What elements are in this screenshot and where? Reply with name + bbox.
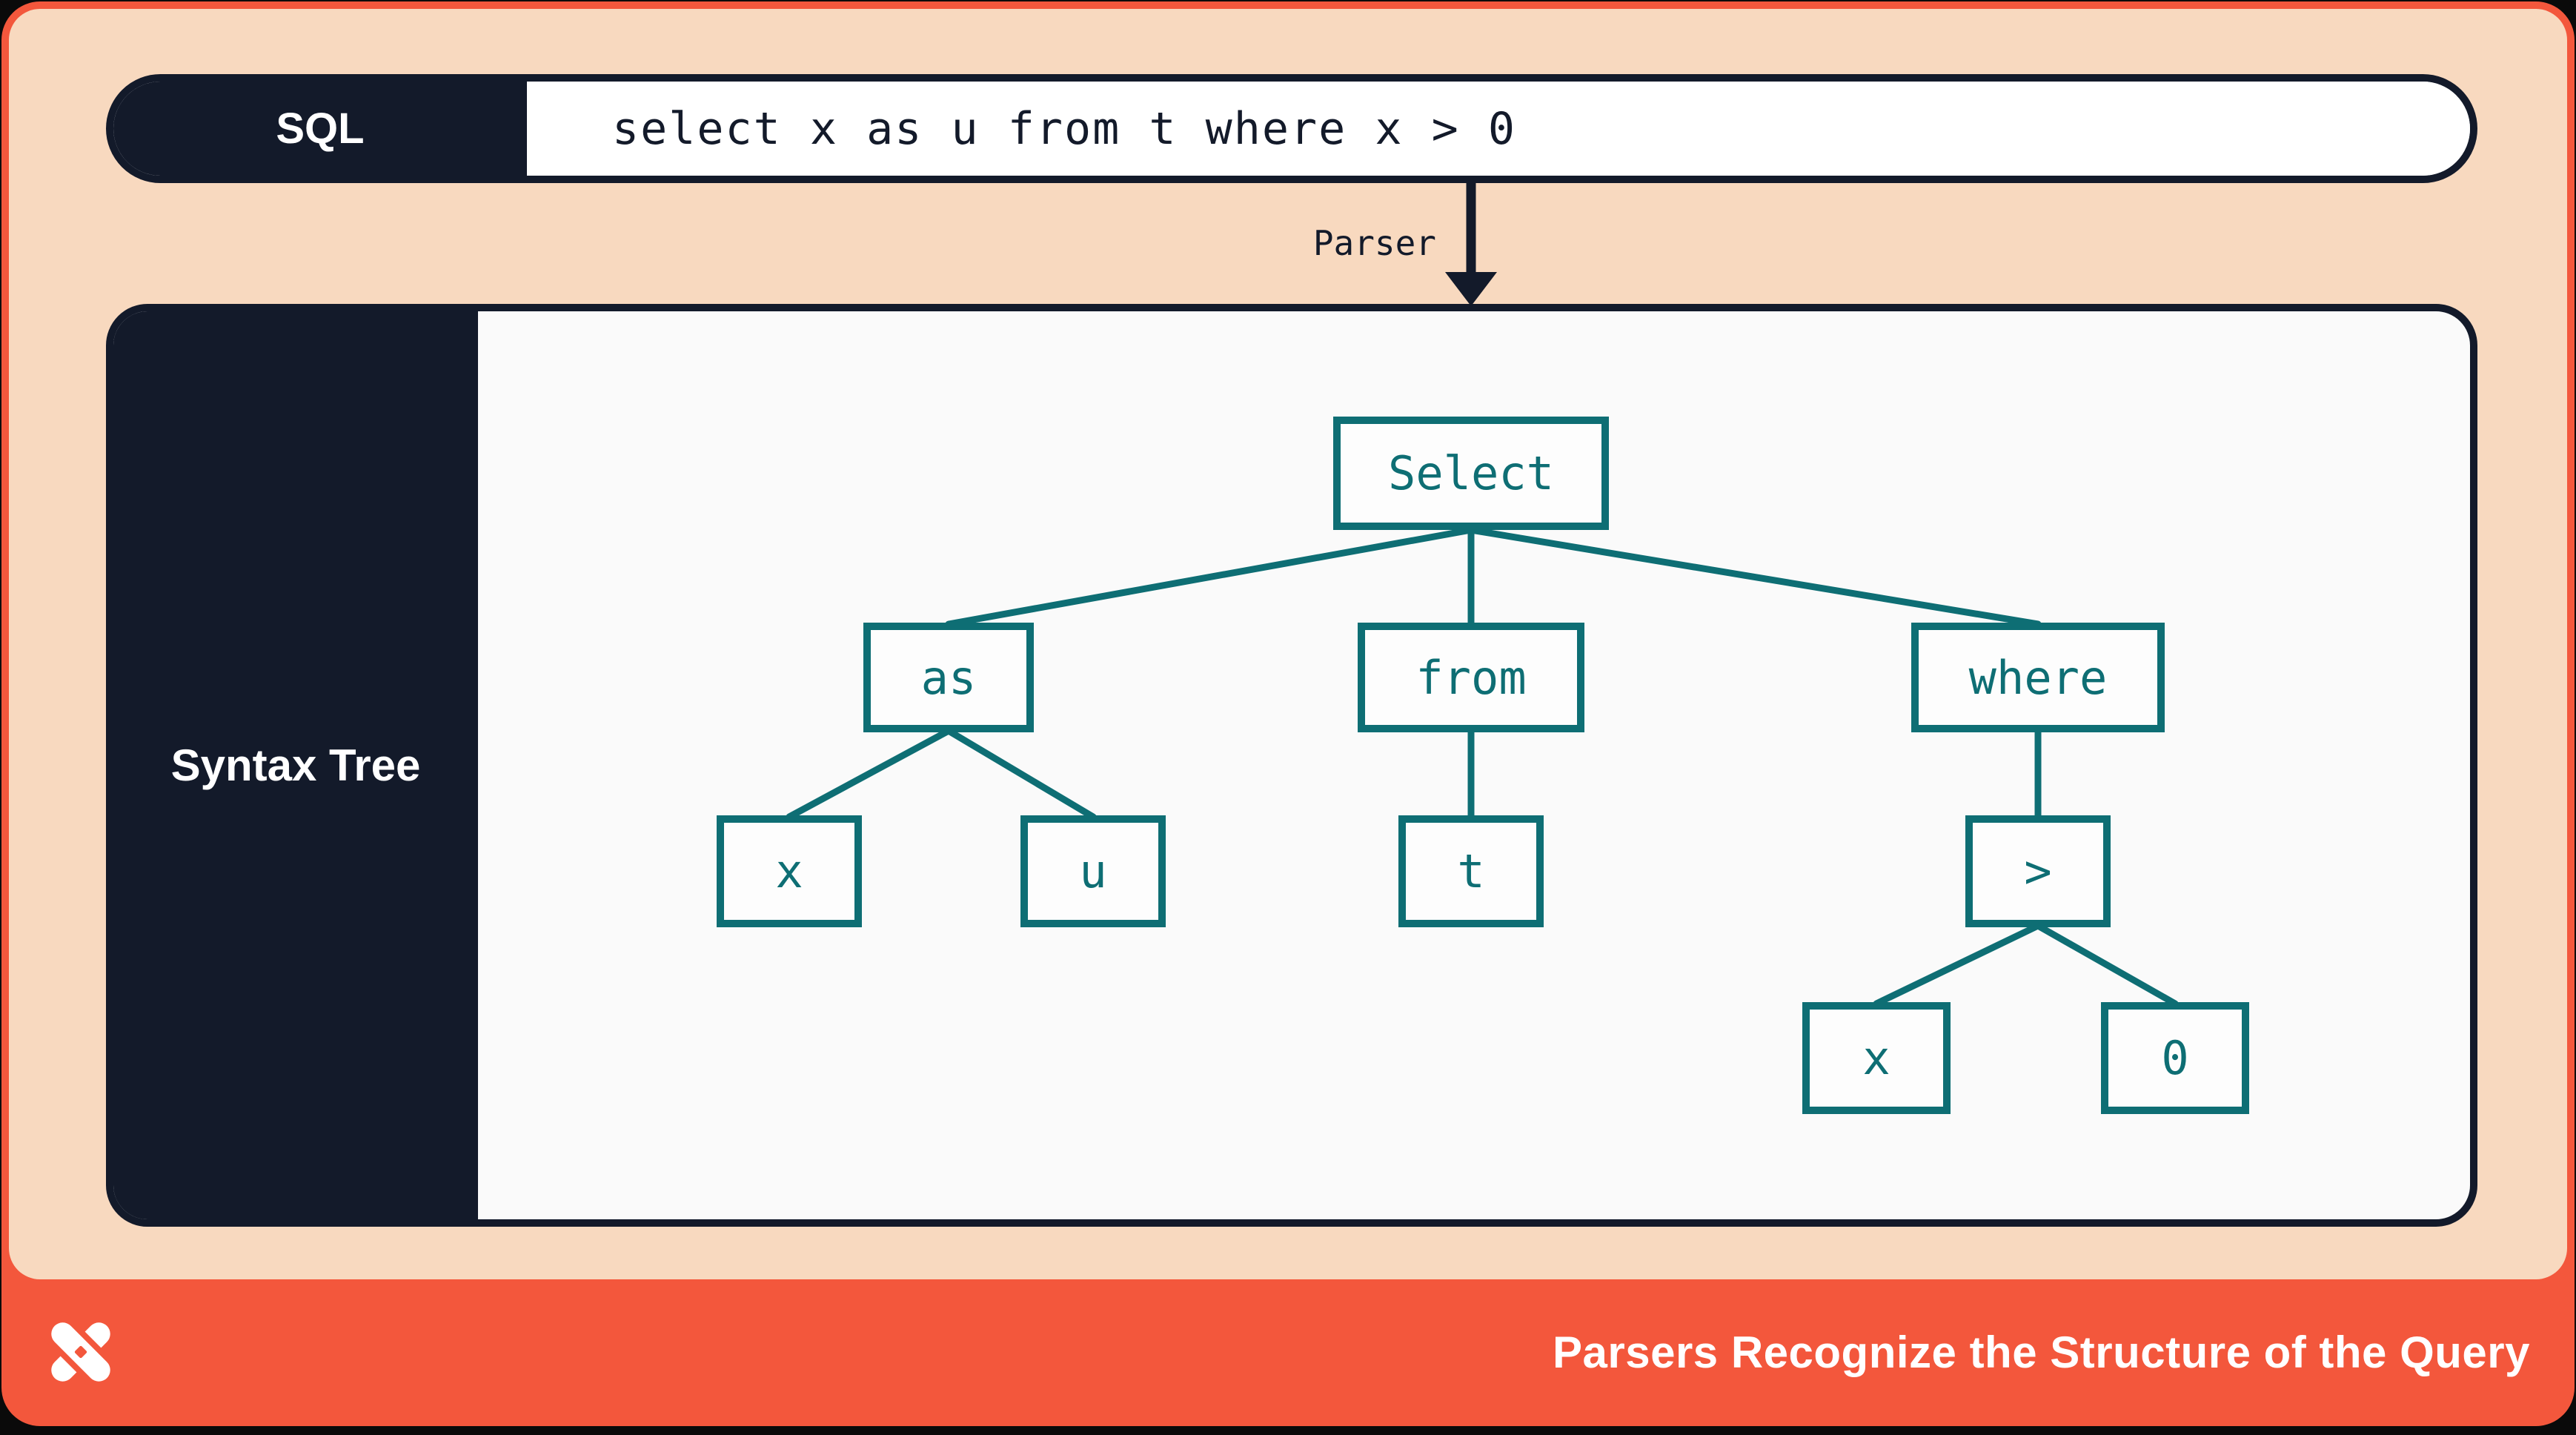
- tree-node-where: where: [1911, 623, 2165, 732]
- footer-caption: Parsers Recognize the Structure of the Q…: [1552, 1327, 2530, 1377]
- tree-node-t: t: [1398, 815, 1544, 927]
- tree-node-x-under-gt-label: x: [1862, 1031, 1890, 1085]
- tree-node-x-under-gt: x: [1802, 1002, 1951, 1114]
- footer-bar: Parsers Recognize the Structure of the Q…: [1, 1279, 2575, 1425]
- tree-node-x-under-as: x: [717, 815, 862, 927]
- tree-node-select: Select: [1333, 417, 1609, 530]
- sql-input-bar: SQL select x as u from t where x > 0: [106, 74, 2477, 183]
- tree-node-select-label: Select: [1388, 446, 1554, 500]
- tree-node-gt-label: >: [2024, 844, 2052, 898]
- tree-node-where-label: where: [1968, 650, 2108, 705]
- tree-node-u-label: u: [1079, 844, 1107, 898]
- tree-node-u: u: [1020, 815, 1166, 927]
- tree-node-zero: 0: [2101, 1002, 2249, 1114]
- tree-node-t-label: t: [1457, 844, 1485, 898]
- sql-label-text: SQL: [276, 105, 365, 153]
- syntax-tree-panel: Syntax Tree: [106, 304, 2477, 1227]
- tree-node-x-under-as-label: x: [775, 844, 803, 898]
- tree-node-as-label: as: [920, 650, 977, 705]
- parser-label: Parser: [1312, 223, 1436, 263]
- syntax-tree-label: Syntax Tree: [170, 740, 421, 790]
- sql-query-area: select x as u from t where x > 0: [527, 82, 2470, 176]
- tree-node-gt: >: [1965, 815, 2111, 927]
- sql-label-badge: SQL: [113, 82, 527, 176]
- sql-query-text: select x as u from t where x > 0: [612, 102, 1516, 155]
- syntax-tree-sidebar: Syntax Tree: [113, 311, 478, 1219]
- pinwheel-x-logo-icon: [42, 1313, 120, 1391]
- tree-node-as: as: [863, 623, 1034, 732]
- tree-node-from: from: [1358, 623, 1584, 732]
- tree-node-from-label: from: [1415, 650, 1527, 705]
- tree-node-zero-label: 0: [2161, 1031, 2189, 1085]
